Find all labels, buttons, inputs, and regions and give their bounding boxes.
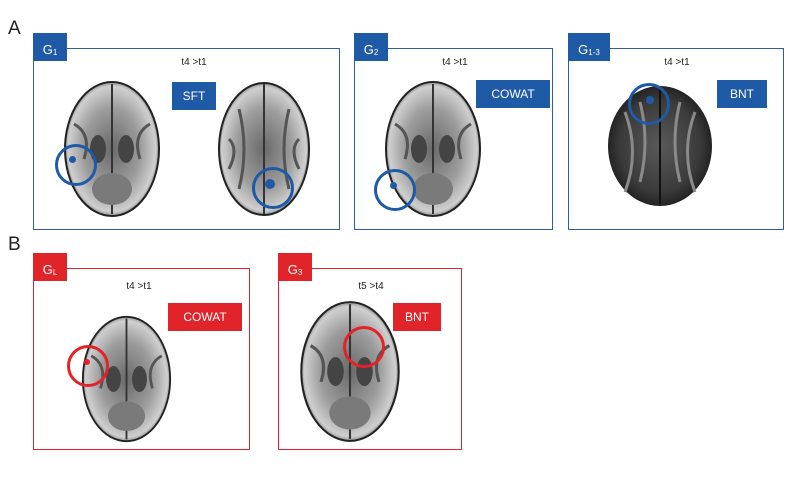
comparison-label: t4 >t1 bbox=[664, 57, 690, 68]
activation-spot bbox=[69, 156, 76, 163]
group-letter: G bbox=[578, 42, 589, 57]
group-letter: G bbox=[42, 262, 53, 277]
panel-gl: t4 >t1 COWAT bbox=[33, 268, 250, 450]
brain-axial-slice bbox=[300, 301, 400, 442]
group-letter: G bbox=[42, 42, 53, 57]
group-subscript: 1 bbox=[52, 48, 58, 57]
comparison-label: t5 >t4 bbox=[358, 281, 384, 292]
panel-g1-3: t4 >t1 BNT bbox=[568, 48, 784, 230]
activation-circle bbox=[343, 326, 385, 368]
comparison-label: t4 >t1 bbox=[181, 57, 207, 68]
group-subscript: L bbox=[52, 268, 58, 277]
panel-g3: t5 >t4 BNT bbox=[278, 268, 462, 450]
activation-spot bbox=[265, 179, 275, 189]
group-subscript: 2 bbox=[373, 48, 379, 57]
group-letter: G bbox=[363, 42, 374, 57]
group-subscript: 3 bbox=[297, 268, 303, 277]
row-label-a: A bbox=[8, 18, 21, 39]
test-badge-cowat: COWAT bbox=[168, 303, 242, 331]
comparison-label: t4 >t1 bbox=[126, 281, 152, 292]
test-badge-sft: SFT bbox=[172, 82, 216, 110]
group-letter: G bbox=[287, 262, 298, 277]
activation-circle bbox=[55, 144, 97, 186]
activation-circle bbox=[628, 83, 670, 125]
brain-axial-slice bbox=[81, 315, 172, 443]
panel-g1: t4 >t1 SFT bbox=[33, 48, 340, 230]
test-badge-bnt: BNT bbox=[393, 303, 441, 331]
activation-spot bbox=[84, 359, 90, 365]
comparison-label: t4 >t1 bbox=[442, 57, 468, 68]
activation-circle bbox=[252, 167, 294, 209]
test-badge-cowat: COWAT bbox=[476, 80, 550, 108]
panel-g2: t4 >t1 COWAT bbox=[354, 48, 553, 230]
test-badge-bnt: BNT bbox=[717, 80, 767, 108]
row-label-b: B bbox=[8, 234, 21, 255]
activation-spot bbox=[390, 182, 397, 189]
group-subscript: 1-3 bbox=[588, 48, 600, 57]
activation-circle bbox=[374, 169, 416, 211]
activation-circle bbox=[67, 345, 109, 387]
activation-spot bbox=[646, 96, 654, 104]
